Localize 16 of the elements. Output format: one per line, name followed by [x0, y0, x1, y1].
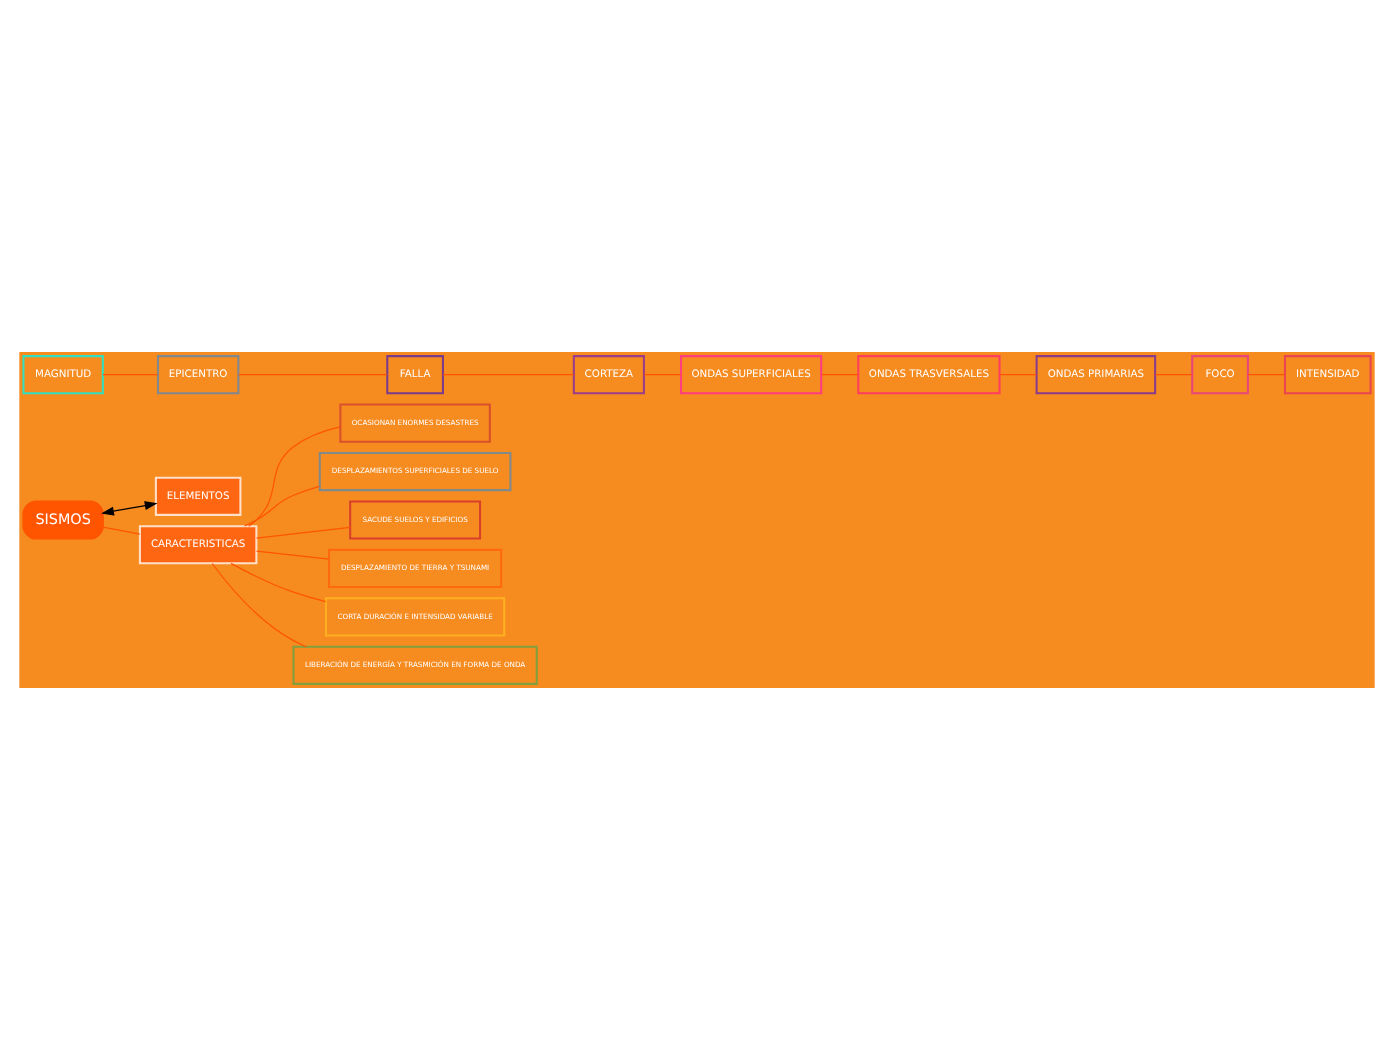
connector: [821, 374, 859, 376]
connector: [643, 374, 682, 376]
connector: [442, 374, 575, 376]
connector: [238, 374, 388, 376]
connector: [102, 374, 159, 376]
arrow: [101, 501, 158, 516]
connector: [102, 526, 141, 535]
connector: [248, 426, 341, 527]
connector: [255, 526, 351, 539]
connector: [255, 550, 330, 560]
connector: [211, 562, 307, 648]
connector: [999, 374, 1037, 376]
connector: [1247, 374, 1286, 376]
connector: [230, 562, 327, 603]
connector: [1154, 374, 1193, 376]
connector: [243, 485, 321, 527]
